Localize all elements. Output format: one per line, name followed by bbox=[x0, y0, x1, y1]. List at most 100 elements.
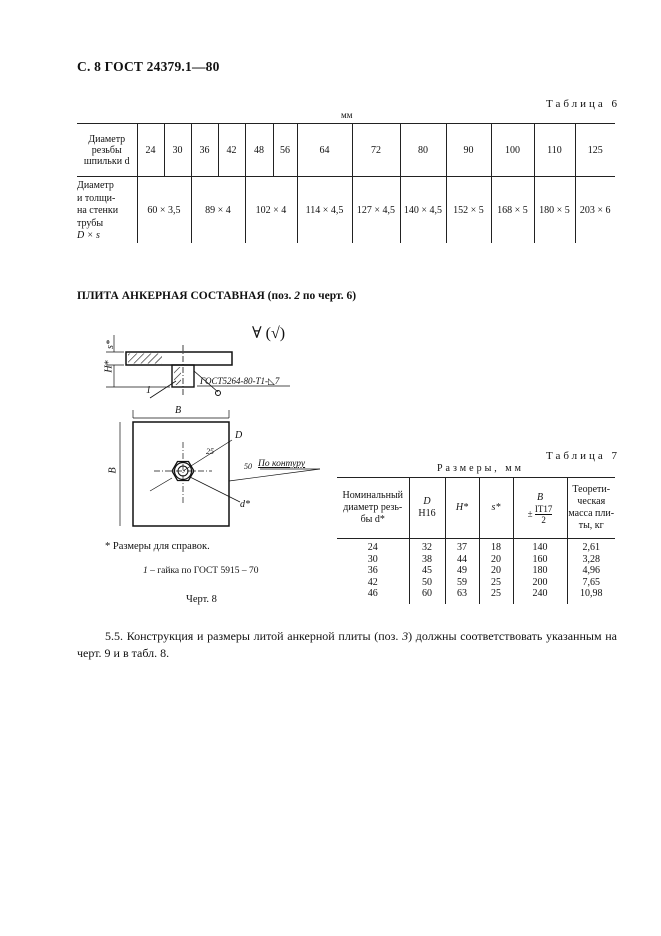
head-line: ческая bbox=[577, 496, 606, 507]
cell: 25 bbox=[491, 576, 501, 588]
pipe-circle bbox=[173, 461, 193, 481]
head-line: Теорети- bbox=[572, 484, 611, 495]
para-text: 5.5. Конструкция и размеры литой анкерно… bbox=[105, 629, 399, 643]
head-line: бы d* bbox=[360, 514, 385, 525]
leader-1 bbox=[149, 380, 177, 399]
page-header: С. 8 ГОСТ 24379.1—80 bbox=[77, 59, 220, 74]
plan-view bbox=[119, 410, 321, 527]
leader-1-label: 1 bbox=[146, 385, 151, 396]
dim-b-top-label: B bbox=[175, 405, 182, 416]
table7-head-H: H* bbox=[444, 477, 479, 539]
part-text: – гайка по ГОСТ 5915 – 70 bbox=[147, 566, 259, 576]
cell: 180 bbox=[532, 565, 548, 577]
table6-pipe: 168 × 5 bbox=[490, 176, 534, 243]
table7-header-row: Номинальный диаметр резь- бы d* D H16 H*… bbox=[337, 477, 615, 539]
head-line: масса пли- bbox=[568, 508, 615, 519]
label-line: на стенки bbox=[77, 205, 119, 216]
table6-unit: мм bbox=[341, 110, 353, 120]
weld-size: 25 bbox=[206, 447, 214, 456]
fraction-top: IT17 bbox=[534, 503, 553, 515]
cell: 30 bbox=[367, 553, 378, 565]
cell: 20 bbox=[491, 565, 501, 577]
fraction-bottom: 2 bbox=[541, 514, 546, 525]
table7: Номинальный диаметр резь- бы d* D H16 H*… bbox=[337, 477, 615, 604]
section-title-text: ПЛИТА АНКЕРНАЯ СОСТАВНАЯ (поз. bbox=[77, 290, 292, 302]
cell: 10,98 bbox=[580, 588, 603, 600]
paragraph-5-5: 5.5. Конструкция и размеры литой анкерно… bbox=[77, 628, 617, 662]
section-title: ПЛИТА АНКЕРНАЯ СОСТАВНАЯ (поз. 2 по черт… bbox=[77, 290, 356, 302]
cell: 42 bbox=[367, 576, 378, 588]
label-line: трубы bbox=[77, 217, 104, 229]
label-line: и толщи- bbox=[77, 192, 116, 204]
table6-data-row: Диаметр и толщи- на стенки трубы D × s 6… bbox=[77, 176, 615, 244]
table6-d: 80 bbox=[399, 123, 446, 177]
weld-note: ГОСТ5264-80-Т1-◺7 bbox=[200, 376, 280, 386]
cell: 3,28 bbox=[582, 553, 601, 565]
cell: 32 bbox=[422, 542, 432, 553]
weld-marker bbox=[215, 390, 221, 396]
label-D: D bbox=[235, 430, 243, 441]
label-line: шпильки d bbox=[83, 155, 130, 167]
cell: 24 bbox=[367, 542, 378, 553]
table6-row1-label: Диаметр резьбы шпильки d bbox=[77, 123, 137, 177]
cell: 44 bbox=[457, 553, 467, 565]
table6-d: 100 bbox=[490, 123, 534, 177]
table6-row2-label: Диаметр и толщи- на стенки трубы D × s bbox=[77, 177, 137, 244]
para-pos: 3 bbox=[402, 629, 409, 643]
table6-pipe: 89 × 4 bbox=[190, 176, 245, 243]
cell: 20 bbox=[491, 553, 501, 565]
cell: 18 bbox=[491, 542, 501, 553]
cell: 160 bbox=[532, 553, 548, 565]
dim-b-left-label: B bbox=[107, 467, 119, 474]
head-line: ты, кг bbox=[578, 520, 604, 531]
table6-pipe: 203 × 6 bbox=[574, 176, 615, 243]
cell: 59 bbox=[457, 576, 467, 588]
label-line: D × s bbox=[77, 230, 100, 241]
table7-head-s: s* bbox=[478, 477, 513, 539]
label-line: резьбы bbox=[91, 144, 122, 156]
table6-pipe: 102 × 4 bbox=[244, 176, 297, 243]
label-line: Диаметр bbox=[77, 180, 114, 191]
para-text-2: ) должны соответствовать указанным на че… bbox=[77, 629, 618, 660]
table6: Диаметр резьбы шпильки d 24 30 36 42 48 … bbox=[77, 123, 615, 243]
table6-caption: Таблица 6 bbox=[546, 98, 621, 110]
head-line: диаметр резь- bbox=[343, 502, 403, 513]
table6-d: 48 bbox=[244, 123, 273, 177]
head-line: Номинальный bbox=[342, 490, 404, 501]
part-note: 1 – гайка по ГОСТ 5915 – 70 bbox=[143, 566, 258, 576]
nut-hatching bbox=[174, 367, 181, 385]
hatching bbox=[128, 353, 162, 364]
table6-d: 24 bbox=[136, 123, 164, 177]
section-title-pos: 2 bbox=[294, 290, 300, 302]
weld-leader bbox=[193, 370, 219, 393]
head-line: H16 bbox=[418, 508, 436, 519]
table6-d: 42 bbox=[217, 123, 245, 177]
weld-leader-2 bbox=[149, 477, 173, 492]
table6-d: 56 bbox=[272, 123, 297, 177]
table7-unit: Размеры, мм bbox=[437, 463, 524, 474]
cell: 49 bbox=[457, 565, 467, 577]
table6-d: 64 bbox=[296, 123, 352, 177]
cell: 45 bbox=[422, 565, 432, 577]
table7-head-diameter: Номинальный диаметр резь- бы d* bbox=[337, 477, 409, 539]
cell: 36 bbox=[367, 565, 378, 577]
table6-header-row: Диаметр резьбы шпильки d 24 30 36 42 48 … bbox=[77, 123, 615, 177]
plate-outline bbox=[132, 421, 230, 527]
part-number: 1 bbox=[143, 566, 148, 576]
cell: 38 bbox=[422, 553, 432, 565]
side-view bbox=[106, 335, 290, 399]
cell: 4,96 bbox=[582, 565, 601, 577]
dim-h-label: H* bbox=[103, 360, 115, 373]
table6-pipe: 180 × 5 bbox=[533, 176, 575, 243]
cell: 200 bbox=[532, 576, 548, 588]
figure-caption: Черт. 8 bbox=[186, 594, 217, 605]
table6-pipe: 60 × 3,5 bbox=[136, 176, 191, 243]
table7-head-mass: Теорети- ческая масса пли- ты, кг bbox=[566, 477, 615, 539]
